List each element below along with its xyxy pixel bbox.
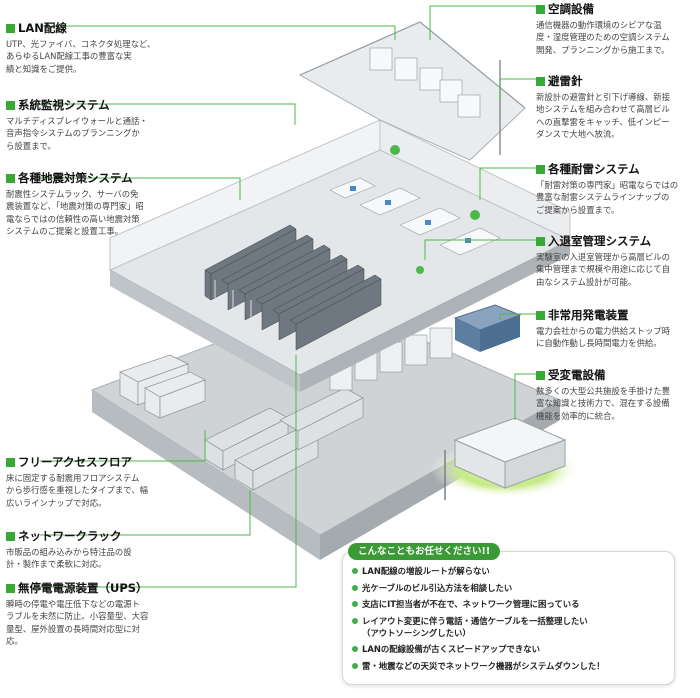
callout-heading: こんなこともお任せください!!: [348, 543, 501, 560]
bullet-square-icon: [6, 531, 15, 541]
bullet-square-icon: [6, 23, 15, 33]
bullet-square-icon: [536, 370, 545, 380]
list-item: LAN配線の増設ルートが解らない: [352, 565, 670, 577]
leader-lines: [40, 5, 540, 588]
label-substation: 受変電設備 数多くの大型公共施設を手掛けた豊 富な知識と技術力で、混在する設備 …: [536, 368, 670, 421]
label-lan: LAN配線 UTP、光ファイバ、コネクタ処理など、 あらゆるLAN配線工事の豊富…: [6, 21, 156, 74]
bullet-square-icon: [536, 164, 545, 174]
bullet-square-icon: [6, 173, 15, 183]
bullet-square-icon: [536, 4, 545, 14]
bullet-square-icon: [6, 457, 15, 467]
substation-icon: [430, 417, 580, 500]
label-seismic: 各種地震対策システム 耐震性システムラック、サーバの免 震装置など、「地震対策の…: [6, 171, 144, 237]
label-access: 入退室管理システム 実験室の入退室管理から高層ビルの 集中管理まで規模や用途に応…: [536, 234, 670, 287]
label-monitor: 系統監視システム マルチディスプレイウォールと通話・ 音声指令システムのプランニ…: [6, 98, 148, 151]
server-racks: [204, 224, 382, 351]
rooftop: [298, 21, 526, 161]
label-floor: フリーアクセスフロア 床に固定する耐震用フロアシステム から歩行感を重視したタイ…: [6, 455, 149, 508]
label-aircon: 空調設備 通信機器の動作環境のシビアな温 度・湿度管理のための空調システム 開発…: [536, 2, 670, 55]
list-item: LANの配線設備が古くスピードアップできない: [352, 643, 670, 655]
callout-list: LAN配線の増設ルートが解らない 光ケーブルのビル引込方法を相談したい 支店にI…: [352, 565, 670, 676]
label-rack: ネットワークラック 市販品の組み込みから特注品の設 計・製作まで柔軟に対応。: [6, 529, 132, 570]
bullet-square-icon: [6, 583, 15, 593]
label-ups: 無停電電源装置（UPS） 瞬時の停電や電圧低下などの電源ト ラブルを未然に防止。…: [6, 581, 149, 647]
list-item: 雷・地震などの天災でネットワーク機器がシステムダウンした！: [352, 660, 670, 672]
label-generator: 非常用発電装置 電力会社からの電力供給ストップ時 に自動作動し長時間電力を供給。: [536, 308, 670, 349]
bullet-square-icon: [6, 100, 15, 110]
label-damper: 各種耐雷システム 「耐雷対策の専門家」昭電ならではの 豊富な耐雷システムラインナ…: [536, 162, 679, 215]
list-item: レイアウト変更に伴う電話・通信ケーブルを一括整理したい （アウトソーシングしたい…: [352, 615, 670, 639]
callout-panel: [342, 551, 675, 685]
list-item: 光ケーブルのビル引込方法を相談したい: [352, 582, 670, 594]
bullet-square-icon: [536, 236, 545, 246]
generator-icon: [453, 304, 522, 352]
bullet-square-icon: [536, 310, 545, 320]
service-callout: こんなこともお任せください!! LAN配線の増設ルートが解らない 光ケーブルのビ…: [342, 543, 675, 685]
server-floor: [108, 119, 572, 392]
label-lightning: 避雷針 新設計の避雷針と引下げ導線、新接 地システムを組み合わせて高層ビル への…: [536, 74, 670, 140]
list-item: 支店にIT担当者が不在で、ネットワーク管理に困っている: [352, 598, 670, 610]
bullet-square-icon: [536, 76, 545, 86]
